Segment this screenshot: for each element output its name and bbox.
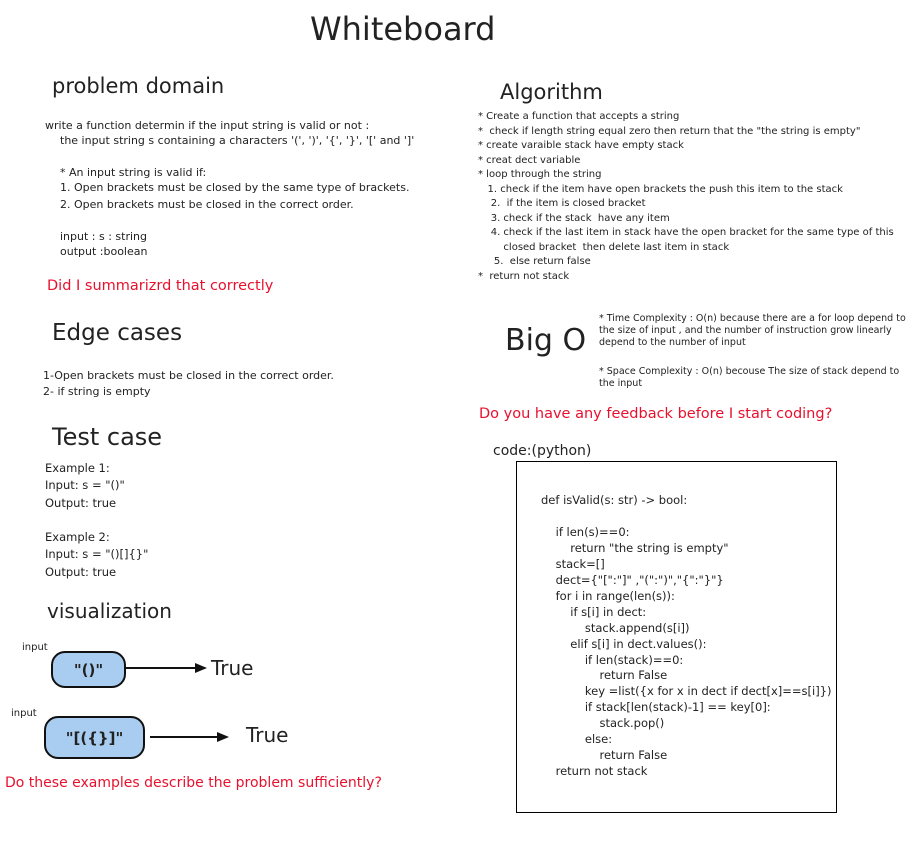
pill-text-2: "[({}]" [65, 728, 124, 747]
algorithm-step: * creat dect variable [478, 154, 581, 166]
code-line: key =list({x for x in dect if dect[x]==s… [541, 684, 832, 699]
arrow-line-2 [150, 736, 218, 738]
time-complexity: * Time Complexity : O(n) because there a… [599, 313, 906, 348]
edge-case-2: 2- if string is empty [43, 385, 151, 398]
input-pill-1: "()" [51, 651, 126, 688]
problem-line-6: input : s : string [60, 230, 148, 243]
algorithm-step: * Create a function that accepts a strin… [478, 111, 680, 122]
code-line: dect={"[":"]" ,"(":")","{":"}"} [541, 572, 724, 587]
input-pill-2: "[({}]" [44, 716, 145, 759]
code-block: def isValid(s: str) -> bool: if len(s)==… [541, 493, 832, 780]
code-line: if len(stack)==0: [541, 652, 684, 667]
problem-line-4: 1. Open brackets must be closed by the s… [60, 181, 410, 194]
code-line: return not stack [541, 764, 648, 779]
code-line: for i in range(len(s)): [541, 588, 675, 603]
arrow-head-2 [217, 732, 229, 742]
algorithm-step: closed bracket then delete last item in … [478, 241, 730, 253]
big-o-label: Big O [505, 323, 587, 358]
algorithm-step: * return not stack [478, 270, 570, 282]
space-complexity: * Space Complexity : O(n) becouse The si… [599, 366, 900, 389]
summary-question: Did I summarizrd that correctly [47, 278, 274, 294]
feedback-question: Do you have any feedback before I start … [479, 406, 833, 422]
code-line [541, 509, 832, 525]
algorithm-step: 5. else return false [478, 256, 591, 267]
problem-line-3: * An input string is valid if: [60, 166, 207, 179]
result-2: True [246, 723, 289, 747]
code-line: return "the string is empty" [541, 540, 729, 555]
code-line: stack.append(s[i]) [541, 620, 690, 635]
edge-case-1: 1-Open brackets must be closed in the co… [43, 369, 334, 382]
problem-line-7: output :boolean [60, 245, 148, 258]
code-heading: code:(python) [493, 443, 592, 459]
code-line: stack=[] [541, 556, 605, 571]
problem-line-1: write a function determin if the input s… [45, 119, 370, 132]
example-2-input: Input: s = "()[]{}" [45, 547, 149, 561]
problem-line-5: 2. Open brackets must be closed in the c… [60, 198, 354, 211]
result-1: True [211, 656, 254, 680]
code-line: return False [541, 748, 668, 763]
algorithm-step: 3. check if the stack have any item [478, 212, 670, 224]
algorithm-step: * create varaible stack have empty stack [478, 140, 684, 151]
code-line: def isValid(s: str) -> bool: [541, 493, 688, 507]
algorithm-step: 1. check if the item have open brackets … [478, 183, 843, 195]
algorithm-step: 4. check if the last item in stack have … [478, 227, 894, 238]
example-1-title: Example 1: [45, 461, 110, 475]
code-line: elif s[i] in dect.values(): [541, 636, 707, 651]
code-line: if len(s)==0: [541, 524, 630, 539]
input-label-2: input [11, 708, 37, 719]
edge-cases-heading: Edge cases [52, 320, 183, 346]
example-2-output: Output: true [45, 565, 117, 579]
algorithm-steps: * Create a function that accepts a strin… [478, 110, 894, 284]
arrow-line-1 [124, 667, 196, 669]
algorithm-heading: Algorithm [500, 80, 603, 104]
visualization-heading: visualization [47, 599, 172, 623]
example-1-input: Input: s = "()" [45, 478, 125, 492]
code-line: stack.pop() [541, 716, 665, 731]
test-case-heading: Test case [52, 423, 163, 451]
input-label-1: input [22, 642, 48, 653]
algorithm-step: 2. if the item is closed bracket [478, 198, 646, 209]
examples-question: Do these examples describe the problem s… [5, 775, 382, 791]
algorithm-step: * check if length string equal zero then… [478, 125, 861, 137]
page-title: Whiteboard [310, 10, 496, 48]
code-line: else: [541, 732, 613, 747]
code-line: if s[i] in dect: [541, 604, 647, 619]
code-line: if stack[len(stack)-1] == key[0]: [541, 700, 771, 715]
pill-text-1: "()" [73, 660, 104, 679]
code-box: def isValid(s: str) -> bool: if len(s)==… [516, 461, 837, 813]
problem-line-2: the input string s containing a characte… [60, 134, 415, 147]
example-2-title: Example 2: [45, 530, 110, 544]
code-line: return False [541, 668, 668, 683]
algorithm-step: * loop through the string [478, 169, 602, 180]
example-1-output: Output: true [45, 496, 117, 510]
problem-domain-heading: problem domain [52, 74, 225, 98]
arrow-head-1 [195, 663, 207, 673]
